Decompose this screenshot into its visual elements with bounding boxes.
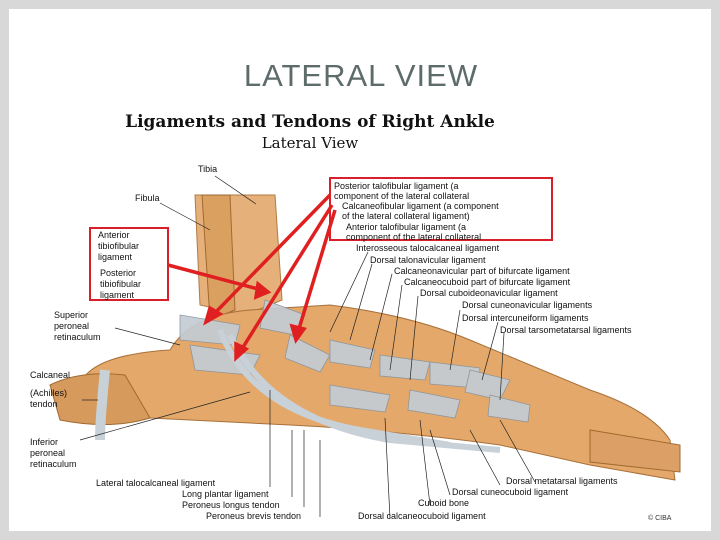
svg-text:component of the lateral colla: component of the lateral collateral [334, 191, 469, 201]
tibiofibular-highlight-box [89, 227, 169, 301]
label-long-plantar: Long plantar ligament [182, 489, 269, 499]
label-calcaneonavicular: Calcaneonavicular part of bifurcate liga… [394, 266, 570, 276]
label-cuboid-bone: Cuboid bone [418, 498, 469, 508]
tendons [217, 328, 501, 453]
svg-text:ligament: ligament [98, 252, 133, 262]
label-fibula: Fibula [135, 193, 160, 203]
svg-text:ligament: ligament [100, 290, 135, 300]
svg-text:tendon: tendon [30, 399, 58, 409]
svg-text:Anterior talofibular ligament: Anterior talofibular ligament (a [346, 222, 466, 232]
label-inferior-peroneal-retinaculum: Inferior peroneal retinaculum [30, 437, 77, 469]
label-interosseous-talocalcaneal: Interosseous talocalcaneal ligament [356, 243, 500, 253]
svg-text:Inferior: Inferior [30, 437, 58, 447]
anatomy-figure: Tibia Fibula Anterior tibiofibular ligam… [30, 100, 686, 524]
slide-title: LATERAL VIEW [243, 58, 479, 93]
label-dorsal-metatarsal: Dorsal metatarsal ligaments [506, 476, 618, 486]
label-anterior-talofibular: Anterior talofibular ligament (a compone… [346, 222, 481, 242]
label-dorsal-cuneocuboid: Dorsal cuneocuboid ligament [452, 487, 569, 497]
leader-lines [79, 175, 536, 519]
label-superior-peroneal-retinaculum: Superior peroneal retinaculum [54, 310, 101, 342]
achilles-tendon [95, 369, 110, 441]
label-calcaneocuboid-bifurcate: Calcaneocuboid part of bifurcate ligamen… [404, 277, 571, 287]
label-posterior-tibiofibular: Posterior tibiofibular ligament [100, 268, 141, 300]
label-calcaneofibular: Calcaneofibular ligament (a component of… [342, 201, 499, 221]
label-dorsal-tarsometatarsal: Dorsal tarsometatarsal ligaments [500, 325, 632, 335]
svg-text:peroneal: peroneal [30, 448, 65, 458]
ankle-illustration: Tibia Fibula Anterior tibiofibular ligam… [30, 100, 686, 524]
ligament-bands [179, 299, 531, 423]
label-anterior-tibiofibular: Anterior tibiofibular ligament [98, 230, 139, 262]
svg-text:Posterior: Posterior [100, 268, 136, 278]
svg-text:tibiofibular: tibiofibular [98, 241, 139, 251]
signature-mark: © CIBA [648, 514, 672, 522]
label-posterior-talofibular: Posterior talofibular ligament (a compon… [334, 181, 469, 201]
label-dorsal-cuboideonavicular: Dorsal cuboideonavicular ligament [420, 288, 558, 298]
svg-text:of the lateral collateral liga: of the lateral collateral ligament) [342, 211, 470, 221]
svg-text:peroneal: peroneal [54, 321, 89, 331]
svg-text:Anterior: Anterior [98, 230, 130, 240]
label-dorsal-talonavicular: Dorsal talonavicular ligament [370, 255, 486, 265]
label-dorsal-calcaneocuboid: Dorsal calcaneocuboid ligament [358, 511, 486, 521]
label-peroneus-longus: Peroneus longus tendon [182, 500, 280, 510]
svg-text:(Achilles): (Achilles) [30, 388, 67, 398]
toe-bones [589, 429, 681, 473]
svg-text:tibiofibular: tibiofibular [100, 279, 141, 289]
svg-text:retinaculum: retinaculum [30, 459, 77, 469]
svg-text:Calcaneofibular ligament (a co: Calcaneofibular ligament (a component [342, 201, 499, 211]
svg-text:Calcaneal: Calcaneal [30, 370, 70, 380]
label-peroneus-brevis: Peroneus brevis tendon [206, 511, 301, 521]
svg-text:Superior: Superior [54, 310, 88, 320]
figure-subtitle: Lateral View [261, 134, 359, 152]
figure-title: Ligaments and Tendons of Right Ankle [125, 112, 495, 132]
label-tibia: Tibia [198, 164, 217, 174]
red-arrows [167, 193, 337, 362]
label-lateral-talocalcaneal: Lateral talocalcaneal ligament [96, 478, 216, 488]
label-dorsal-intercuneiform: Dorsal intercuneiform ligaments [462, 313, 589, 323]
label-dorsal-cuneonavicular: Dorsal cuneonavicular ligaments [462, 300, 593, 310]
fibula-bone [201, 194, 236, 321]
svg-text:Posterior talofibular ligament: Posterior talofibular ligament (a [334, 181, 459, 191]
svg-text:retinaculum: retinaculum [54, 332, 101, 342]
svg-text:component of the lateral colla: component of the lateral collateral [346, 232, 481, 242]
label-calcaneal-tendon: Calcaneal (Achilles) tendon [30, 370, 70, 409]
